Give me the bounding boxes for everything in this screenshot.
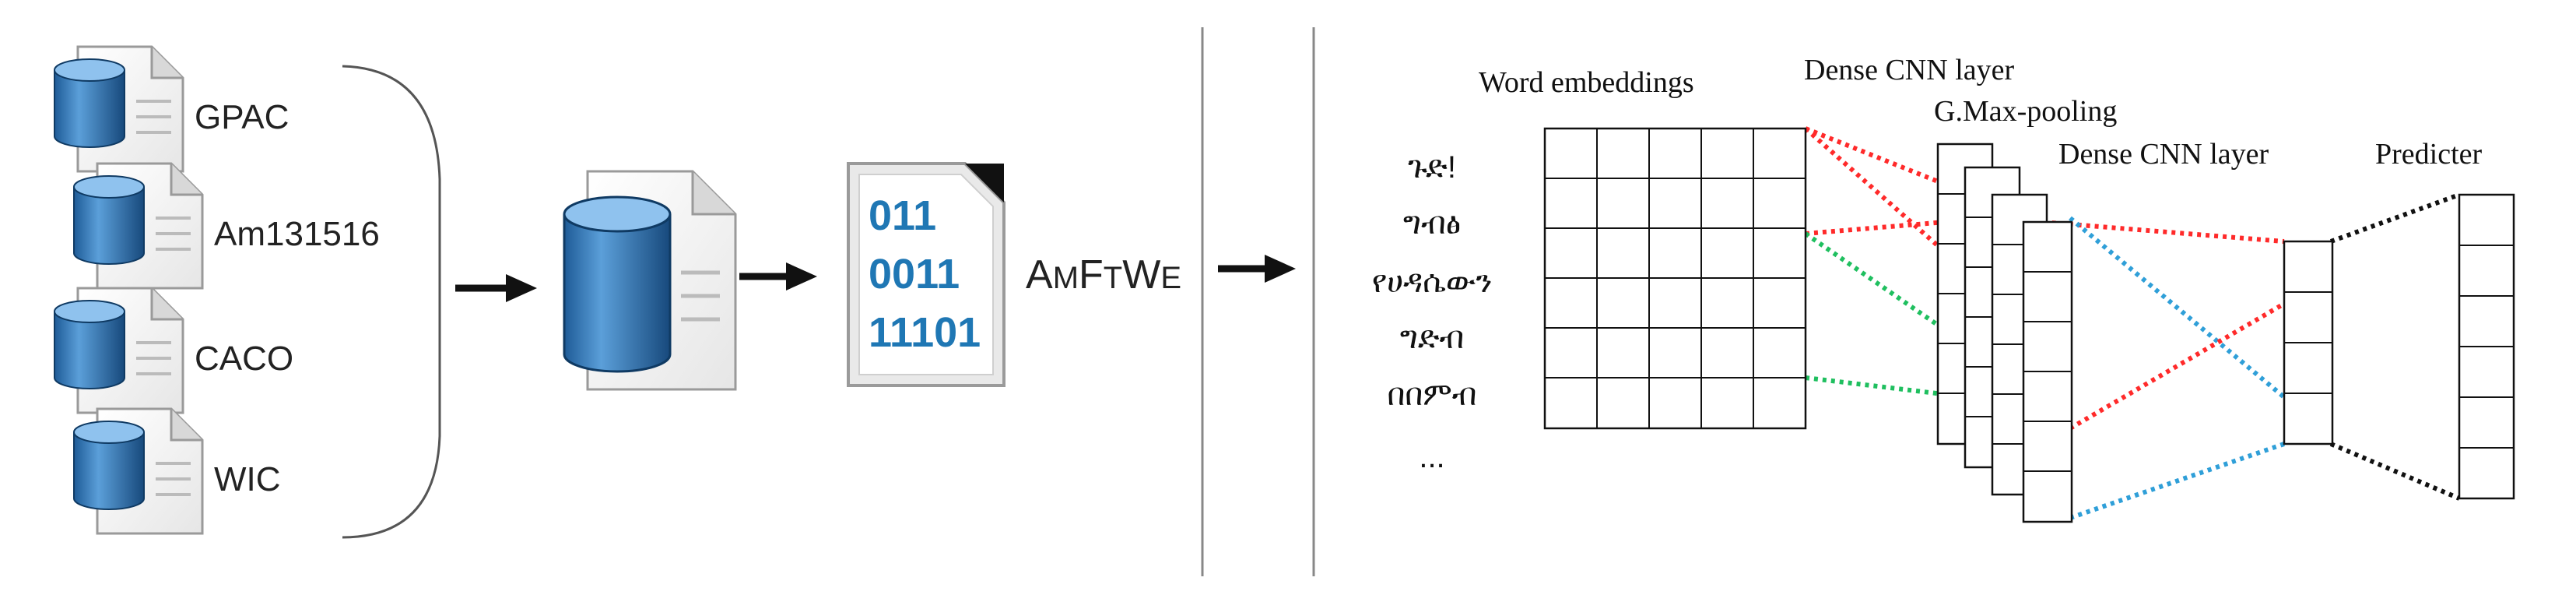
- connection-line-blue: [2069, 442, 2285, 520]
- dense-cnn-mid-label: Dense CNN layer: [2058, 138, 2269, 171]
- connection-line-black: [2329, 442, 2461, 501]
- input-word: በበምብ: [1388, 378, 1477, 412]
- word-embeddings-label: Word embeddings: [1479, 66, 1694, 99]
- database-document-icon: [54, 287, 184, 414]
- connection-line-red: [2069, 301, 2286, 431]
- grouping-bracket: [342, 65, 441, 539]
- source-label: GPAC: [195, 98, 289, 136]
- dense-output-column: [2283, 240, 2334, 445]
- connection-lines: [1804, 126, 2461, 520]
- source-gpac: GPAC: [54, 45, 289, 173]
- source-am131516: Am131516: [73, 162, 380, 290]
- amftwe-label: AMFTWE: [1026, 252, 1181, 298]
- binary-line: 011: [869, 192, 936, 239]
- predicter-label: Predicter: [2375, 138, 2483, 171]
- predicter-column: [2458, 193, 2515, 500]
- binary-line: 11101: [869, 309, 981, 356]
- gmax-pooling-label: G.Max-pooling: [1934, 95, 2117, 128]
- database-document-icon: [73, 162, 204, 290]
- source-label: CACO: [195, 340, 293, 378]
- database-document-icon: [54, 45, 184, 173]
- source-label: WIC: [214, 460, 281, 498]
- arrow-right-icon: [1218, 255, 1296, 283]
- source-label: Am131516: [214, 215, 380, 253]
- connection-line-red: [1804, 126, 1963, 193]
- feature-map: [2022, 220, 2073, 523]
- dense-cnn-top-label: Dense CNN layer: [1804, 54, 2014, 86]
- connection-line-red: [1992, 216, 2285, 244]
- input-word: የሀዳሴውን: [1372, 265, 1493, 299]
- source-wic: WIC: [73, 407, 281, 535]
- connection-line-black: [2329, 192, 2461, 244]
- merged-corpus-icon: [563, 170, 737, 391]
- input-word: ግብፅ: [1403, 206, 1461, 241]
- source-caco: CACO: [54, 287, 293, 414]
- arrow-right-icon: [739, 262, 817, 290]
- binary-file-icon: 011 0011 11101: [847, 162, 1005, 387]
- connection-line-blue: [2069, 216, 2286, 400]
- arrow-right-icon: [455, 274, 537, 302]
- word-embeddings-matrix: [1543, 127, 1807, 430]
- database-document-icon: [73, 407, 204, 535]
- input-word: ...: [1419, 440, 1444, 474]
- input-word: ግድብ: [1400, 321, 1465, 355]
- binary-line: 0011: [869, 251, 960, 298]
- input-word: ጉድ!: [1408, 150, 1456, 185]
